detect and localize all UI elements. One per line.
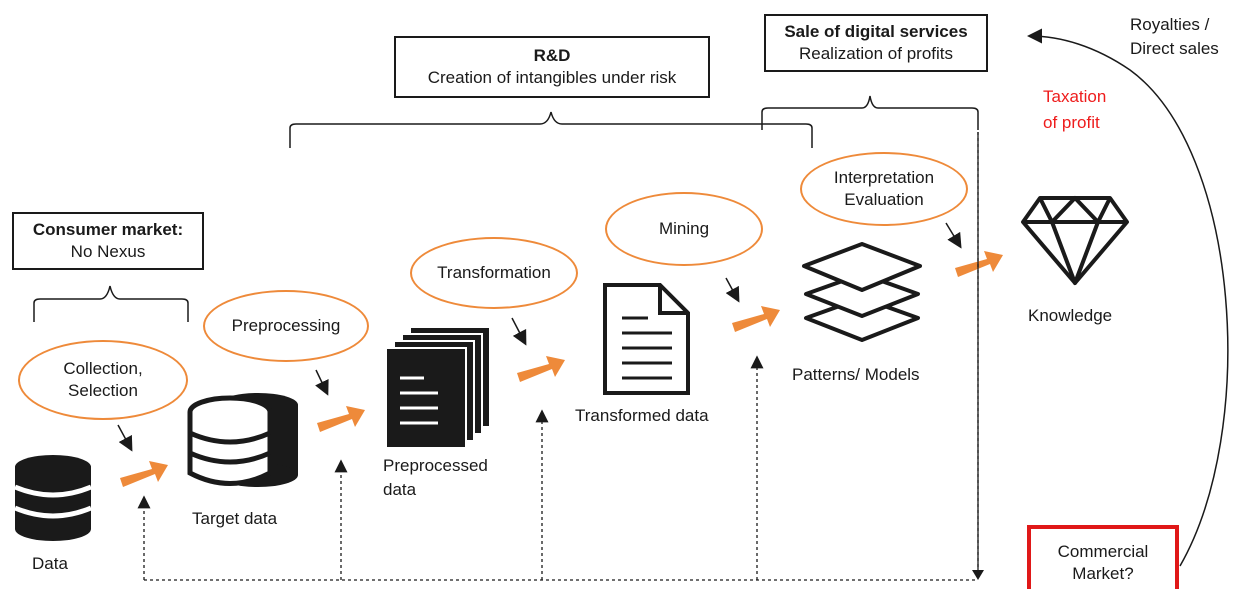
flow-arrow-5 [955, 251, 1003, 277]
consumer-box-title: Consumer market: [32, 220, 184, 239]
step-preprocessing: Preprocessing [203, 290, 369, 362]
step-interpretation-line1: Interpretation [833, 168, 935, 187]
step-preprocessing-label: Preprocessing [231, 316, 341, 335]
layers-icon [802, 242, 922, 342]
stage-data-label: Data [32, 554, 68, 573]
stage-patterns-label: Patterns/ Models [792, 365, 920, 384]
taxation-line2: of profit [1043, 113, 1100, 132]
database-icon [14, 455, 92, 541]
step-mining: Mining [605, 192, 763, 266]
flow-arrow-2 [317, 406, 365, 432]
step-collection-line2: Selection [68, 381, 138, 400]
rd-brace [289, 111, 813, 148]
taxation-line1: Taxation [1043, 87, 1107, 106]
step-mining-label: Mining [658, 219, 710, 238]
flow-arrow-1 [120, 461, 168, 487]
sale-box-title: Sale of digital services [784, 22, 968, 41]
consumer-box: Consumer market: No Nexus [12, 212, 204, 270]
stage-preprocessed-line1: Preprocessed [383, 456, 488, 475]
commercial-market-line2: Market? [1072, 564, 1134, 583]
rd-box: R&D Creation of intangibles under risk [394, 36, 710, 98]
royalties-arrow [1027, 28, 1229, 567]
step-interpretation: Interpretation Evaluation [800, 152, 968, 226]
document-icon [603, 283, 690, 395]
stage-knowledge-label: Knowledge [1028, 306, 1113, 325]
step-collection: Collection, Selection [18, 340, 188, 420]
royalties-line1: Royalties / [1130, 15, 1210, 34]
diamond-icon [1021, 196, 1129, 285]
step-transformation: Transformation [410, 237, 578, 309]
commercial-market-line1: Commercial [1057, 542, 1149, 561]
royalties-line2: Direct sales [1130, 39, 1219, 58]
step-interpretation-line2: Evaluation [844, 190, 924, 209]
flow-arrow-4 [732, 306, 780, 332]
rd-box-subtitle: Creation of intangibles under risk [427, 68, 677, 87]
documents-stack-icon [385, 326, 491, 449]
sale-box: Sale of digital services Realization of … [764, 14, 988, 72]
commercial-market-box: Commercial Market? [1027, 525, 1179, 589]
stage-target-label: Target data [192, 509, 278, 528]
stage-transformed-label: Transformed data [575, 406, 709, 425]
flow-arrows [120, 251, 1003, 487]
stage-preprocessed-line2: data [383, 480, 417, 499]
consumer-brace [33, 285, 189, 322]
rd-box-title: R&D [533, 46, 571, 65]
consumer-box-subtitle: No Nexus [70, 242, 146, 261]
step-transformation-label: Transformation [437, 263, 551, 282]
step-collection-line1: Collection, [63, 359, 143, 378]
step-arrows [117, 222, 962, 452]
sale-brace [761, 95, 979, 130]
sale-box-subtitle: Realization of profits [798, 44, 954, 63]
flow-arrow-3 [517, 356, 565, 382]
stacked-database-icon [187, 393, 298, 487]
